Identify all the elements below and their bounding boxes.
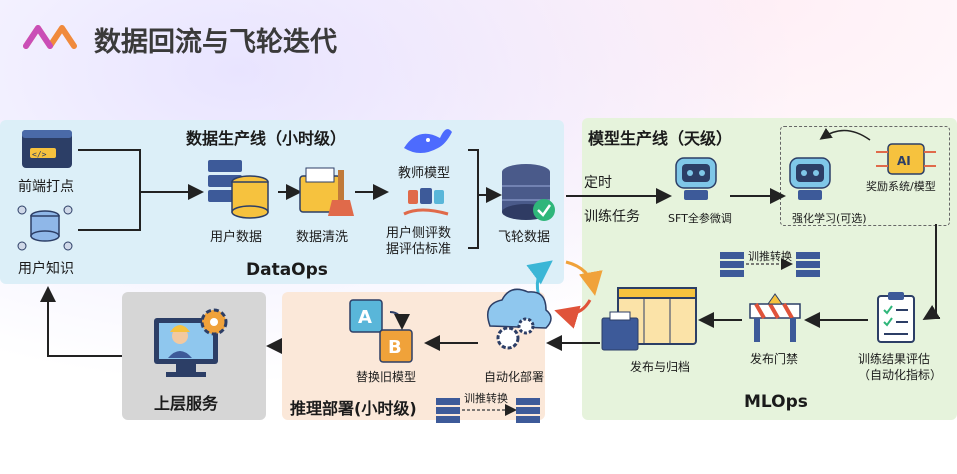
checklist-icon (877, 292, 915, 343)
train-convert-label: 训推转换 (748, 250, 792, 263)
flywheel-data-label: 飞轮数据 (498, 230, 551, 245)
sft-label: SFT全参微调 (668, 212, 732, 225)
server-pair-icon-inference (436, 398, 540, 423)
eval-label-1: 训练结果评估 (858, 352, 931, 366)
barrier-icon (749, 293, 801, 342)
bracket (468, 149, 479, 249)
train-task-label: 训练任务 (584, 209, 640, 225)
timed-label: 定时 (584, 175, 612, 191)
dataops-section-title: 数据生产线（小时级） (186, 129, 347, 148)
server-database-icon (208, 160, 269, 219)
mlops-label: MLOps (744, 392, 808, 412)
teacher-model-label: 教师模型 (398, 166, 451, 181)
engineer-monitor-icon (154, 308, 228, 377)
logo-icon (23, 25, 77, 49)
page-title: 数据回流与飞轮迭代 (94, 27, 337, 58)
arrow-upper-to-knowledge (40, 286, 122, 357)
dataops-label: DataOps (246, 260, 328, 280)
publish-label: 发布与归档 (630, 360, 691, 374)
user-eval-label-2: 据评估标准 (386, 242, 452, 257)
user-knowledge-label: 用户知识 (18, 261, 74, 277)
dataops-panel (0, 120, 564, 284)
rl-robot-icon (789, 157, 831, 200)
cloud-gears-icon (487, 288, 552, 350)
arrow-to-eval (935, 224, 940, 319)
gate-label: 发布门禁 (750, 352, 799, 366)
svg-text:AI: AI (897, 154, 911, 168)
rl-label: 强化学习(可选) (792, 212, 867, 225)
whale-icon (404, 129, 452, 153)
folder-broom-icon (299, 167, 354, 216)
svg-text:A: A (358, 307, 372, 328)
user-eval-label-1: 用户侧评数 (386, 226, 452, 241)
upper-service-label: 上层服务 (154, 394, 219, 413)
rl-dashed-box (780, 126, 950, 226)
ai-chip-icon: AI (876, 143, 936, 175)
user-data-label: 用户数据 (210, 230, 263, 245)
data-cleaning-label: 数据清洗 (296, 230, 349, 245)
cycle-arrow-orange (565, 260, 603, 296)
rl-loop-arrow (819, 127, 871, 141)
svg-text:</>: </> (32, 150, 47, 159)
code-window-icon: </> (22, 130, 72, 168)
inference-convert-label: 训推转换 (464, 392, 508, 405)
cycle-arrow-red (554, 299, 592, 329)
replace-old-label: 替换旧模型 (356, 370, 417, 384)
database-network-icon (17, 205, 73, 251)
server-pair-icon (720, 252, 820, 277)
robot-icon (675, 157, 717, 200)
frontend-label: 前端打点 (18, 179, 74, 195)
flywheel-database-icon (502, 164, 555, 221)
svg-text:B: B (388, 337, 402, 358)
arrow-sources-merge (78, 149, 141, 231)
eval-label-2: （自动化指标） (858, 368, 943, 382)
inference-section-title: 推理部署(小时级) (290, 399, 417, 418)
auto-deploy-label: 自动化部署 (484, 370, 545, 384)
evaluation-people-icon (403, 188, 449, 216)
reward-label: 奖励系统/模型 (866, 180, 936, 193)
replace-model-icon: A B (349, 299, 413, 363)
publish-board-icon (601, 287, 697, 351)
mlops-section-title: 模型生产线（天级） (588, 129, 733, 148)
